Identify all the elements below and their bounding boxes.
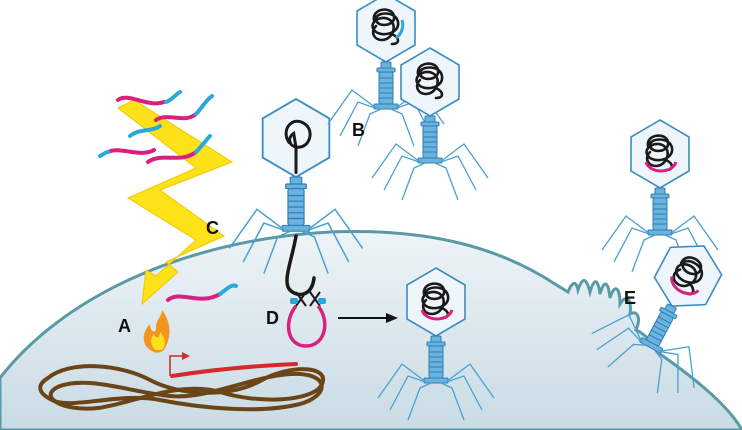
label-a: A xyxy=(118,316,131,336)
flame-icon xyxy=(143,310,170,353)
crrna-complex xyxy=(286,291,327,348)
label-b: B xyxy=(352,120,365,140)
label-d: D xyxy=(266,308,279,328)
phage-injecting xyxy=(228,97,364,275)
bacterial-chromosome xyxy=(38,364,326,412)
phage-resistant-2 xyxy=(580,217,742,409)
acquired-spacer xyxy=(166,283,238,302)
progression-arrow xyxy=(338,313,398,323)
phage-progeny xyxy=(377,267,495,421)
injected-phage-dna xyxy=(285,234,316,297)
label-e: E xyxy=(624,288,636,308)
lightning-bolt-icon xyxy=(117,99,234,306)
phage-free-1 xyxy=(327,0,445,147)
host-cell xyxy=(0,230,742,430)
promoter-arrow-icon xyxy=(169,352,190,376)
phage-resistant-1 xyxy=(601,119,719,273)
crispr-locus-gene xyxy=(170,362,298,378)
label-c: C xyxy=(206,218,219,238)
spacer-fragments xyxy=(98,90,214,164)
